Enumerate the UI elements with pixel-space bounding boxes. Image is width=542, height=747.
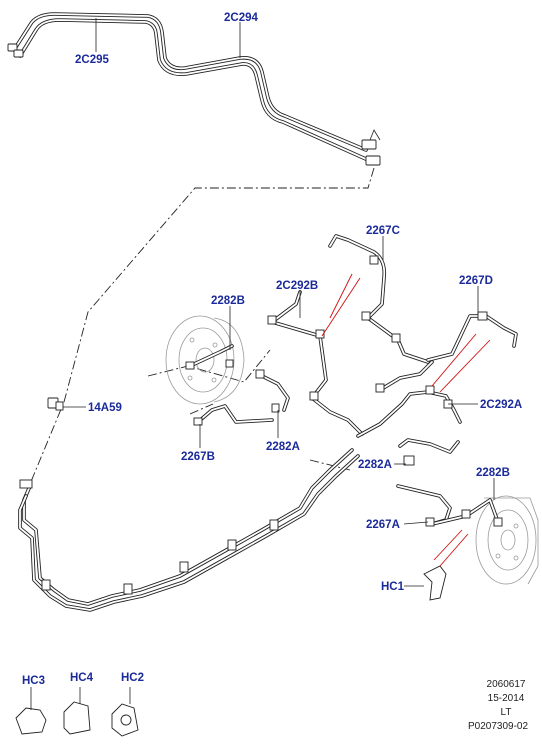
pipe-2267D — [375, 311, 518, 393]
callout-2C292B: 2C292B — [276, 280, 318, 292]
pipe-2267C — [328, 234, 430, 364]
reference-block: 2060617 15-2014 LT P0207309-02 — [468, 679, 528, 732]
callout-2267C: 2267C — [366, 225, 400, 237]
clip-14A59 — [47, 397, 64, 411]
callout-2C294: 2C294 — [224, 12, 258, 24]
pipe-2C294-assembly — [7, 12, 381, 166]
callout-14A59: 14A59 — [88, 402, 122, 414]
callout-2267A: 2267A — [366, 519, 400, 531]
dash-line-front2 — [189, 403, 214, 415]
clip-HC2 — [111, 687, 139, 737]
callout-2C295: 2C295 — [75, 54, 109, 66]
highlight-lines — [321, 273, 491, 567]
callout-2282A-mid: 2282A — [266, 441, 300, 453]
callout-2267B: 2267B — [181, 451, 215, 463]
rear-brake-disc — [475, 495, 539, 585]
callout-2C292A: 2C292A — [480, 399, 522, 411]
clip-HC4 — [63, 687, 91, 735]
reference-line-2: 15-2014 — [488, 693, 525, 704]
clip-HC3 — [15, 687, 47, 735]
callout-2282A-right: 2282A — [358, 459, 392, 471]
callout-2267D: 2267D — [459, 275, 493, 287]
main-rear-pipe — [18, 448, 360, 612]
callout-2282B-right: 2282B — [476, 467, 510, 479]
dash-line-front — [147, 349, 271, 383]
reference-line-4: P0207309-02 — [468, 721, 528, 732]
callout-HC4: HC4 — [70, 672, 94, 684]
hose-2282B-left — [185, 344, 234, 370]
pipe-2267B — [193, 404, 274, 426]
reference-line-3: LT — [501, 707, 512, 718]
pipe-2267A — [396, 484, 503, 527]
bracket-HC1 — [423, 565, 447, 601]
callout-HC3: HC3 — [22, 675, 45, 687]
pipe-2C292A — [356, 385, 462, 438]
callout-2282B-left: 2282B — [211, 295, 245, 307]
dash-line-main — [29, 167, 375, 485]
hose-2282A-right — [398, 438, 460, 466]
pipe-2C292B — [267, 290, 364, 436]
leader-2267A — [403, 521, 429, 525]
hose-2282A-mid — [255, 369, 290, 413]
reference-line-1: 2060617 — [487, 679, 526, 690]
callout-HC2: HC2 — [121, 672, 144, 684]
callout-HC1: HC1 — [381, 581, 405, 593]
